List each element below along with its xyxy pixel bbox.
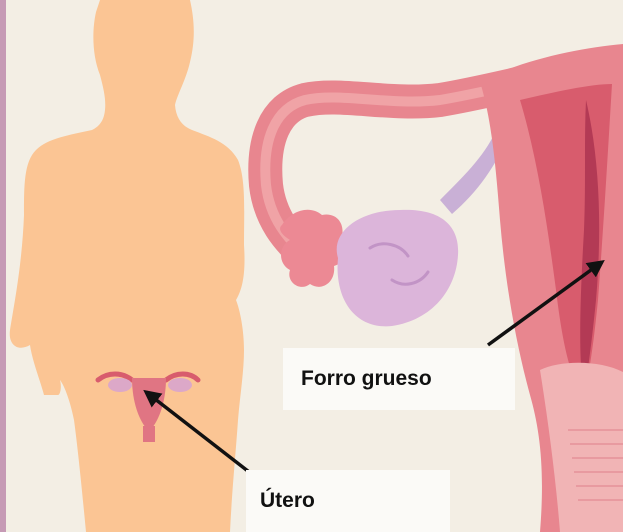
uterus-label: Útero: [246, 470, 450, 532]
uterus-label-text: Útero: [260, 489, 315, 513]
thick-lining-label: Forro grueso: [283, 348, 515, 410]
left-border-strip: [0, 0, 6, 532]
thick-lining-label-text: Forro grueso: [301, 367, 432, 391]
